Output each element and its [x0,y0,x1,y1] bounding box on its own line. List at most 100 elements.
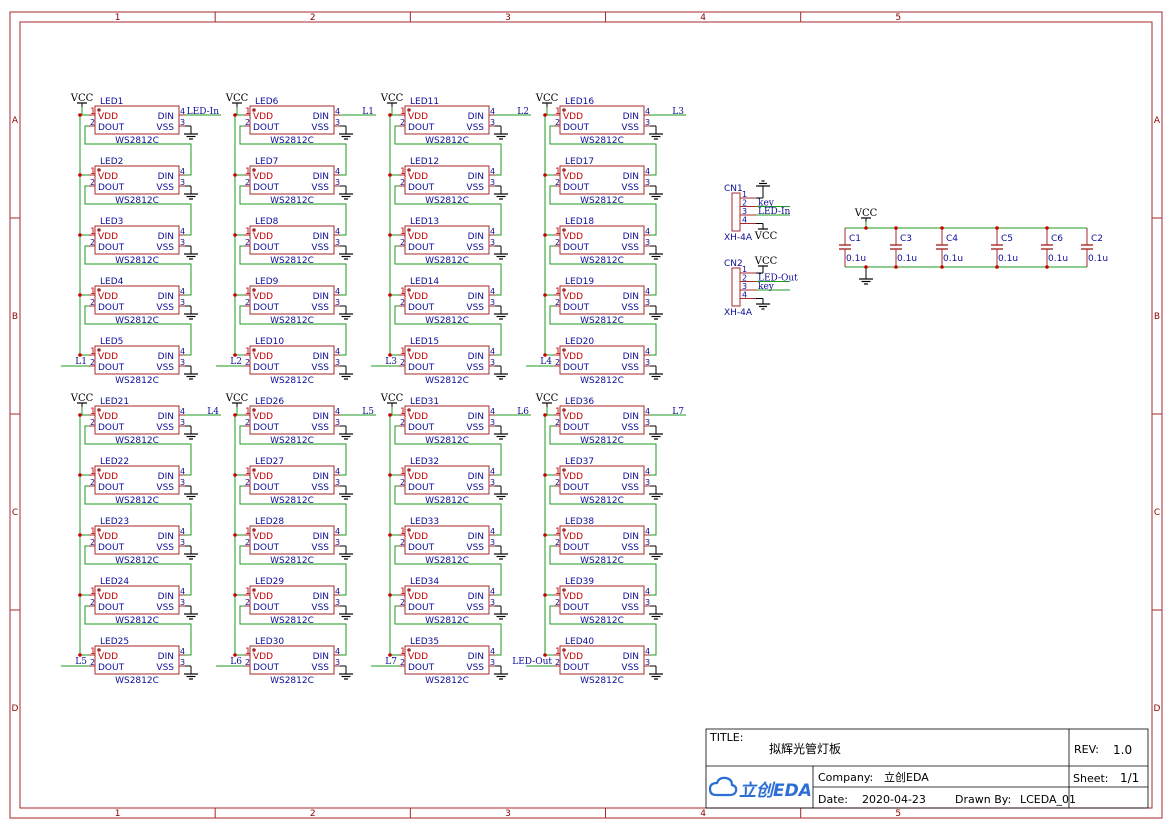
pin-label-vss: VSS [156,603,174,613]
pin-label-vss: VSS [156,663,174,673]
column-marker-top: 4 [700,13,706,23]
pin-num: 1 [90,587,96,597]
pin1-dot [252,108,256,112]
pin-label-vss: VSS [156,303,174,313]
led-body [249,585,335,615]
led-ref: LED25 [100,637,129,647]
led-body [404,345,490,375]
led-body [94,225,180,255]
pin-label-vss: VSS [621,603,639,613]
pin-num: 4 [490,647,495,656]
pin-label-din: DIN [313,172,329,182]
pin-num: 1 [400,467,406,477]
pin-num: 4 [645,347,650,356]
pin-num: 3 [645,598,650,607]
ground-icon [494,489,508,500]
pin1-dot [562,468,566,472]
rev-label: REV: [1074,743,1099,756]
led-body [559,285,645,315]
ground-icon [339,429,353,440]
led-part-number: WS2812C [580,496,624,506]
pin-num: 4 [335,527,340,536]
pin-label-vss: VSS [621,423,639,433]
pin-num: 4 [645,587,650,596]
pin-label-vss: VSS [621,303,639,313]
pin-label-vdd: VDD [408,352,428,362]
led-ref: LED5 [100,337,123,347]
connector-net-label: key [758,199,775,209]
connector-type: XH-4A [724,308,753,318]
pin-num: 4 [335,107,340,116]
junction-dot [233,653,237,657]
junction-dot [78,653,82,657]
pin-label-dout: DOUT [253,123,280,133]
pin-label-vdd: VDD [253,532,273,542]
pin-num: 4 [645,647,650,656]
vcc-power-symbol: VCC [535,93,559,107]
led-ref: LED30 [255,637,284,647]
pin-num: 3 [490,118,495,127]
pin-label-dout: DOUT [98,663,125,673]
led-body [249,405,335,435]
pin-label-vdd: VDD [98,592,118,602]
pin-label-din: DIN [158,412,174,422]
ground-icon [184,189,198,200]
data-chain-wire [239,485,347,536]
led-part-number: WS2812C [580,556,624,566]
data-chain-wire [84,545,192,596]
pin-label-vdd: VDD [563,652,583,662]
led-part-number: WS2812C [580,616,624,626]
pin-num: 1 [555,467,561,477]
pin-num: 4 [335,287,340,296]
led-part-number: WS2812C [425,136,469,146]
vcc-power-symbol: VCC [854,208,878,222]
vcc-power-symbol: VCC [380,93,404,107]
pin-label-dout: DOUT [98,303,125,313]
pin-num: 1 [90,407,96,417]
pin-label-vdd: VDD [253,592,273,602]
ground-icon [494,129,508,140]
pin-num: 2 [90,598,95,607]
ground-icon [649,489,663,500]
pin-num: 2 [400,118,405,127]
pin-label-din: DIN [313,352,329,362]
pin-label-din: DIN [158,592,174,602]
pin-label-vdd: VDD [253,232,273,242]
pin-num: 3 [180,238,185,247]
pin-label-vss: VSS [466,243,484,253]
pin-num: 1 [555,527,561,537]
pin-num: 3 [180,658,185,667]
led-body [559,525,645,555]
led-body [559,645,645,675]
pin-label-vdd: VDD [253,292,273,302]
cap-value: 0.1u [943,254,963,264]
pin-label-vss: VSS [621,363,639,373]
pin-num: 2 [245,598,250,607]
vcc-power-symbol: VCC [535,393,559,407]
ground-icon [184,609,198,620]
data-chain-wire [84,305,192,356]
title-block: TITLE: 拟辉光管灯板 REV: 1.0 Company: 立创EDA Sh… [705,728,1149,809]
company-label: Company: [818,771,873,784]
pin-label-dout: DOUT [98,603,125,613]
led-ref: LED31 [410,397,439,407]
lceda-logo: 立创EDA [708,776,812,801]
pin-label-dout: DOUT [253,243,280,253]
led-body [249,165,335,195]
led-ref: LED35 [410,637,439,647]
pin-num: 4 [335,407,340,416]
pin-label-vdd: VDD [253,472,273,482]
vcc-power-symbol: VCC [754,256,778,267]
led-body [559,345,645,375]
pin1-dot [407,348,411,352]
row-marker-right: D [1154,704,1161,714]
junction-dot [940,265,944,269]
led-part-number: WS2812C [115,196,159,206]
